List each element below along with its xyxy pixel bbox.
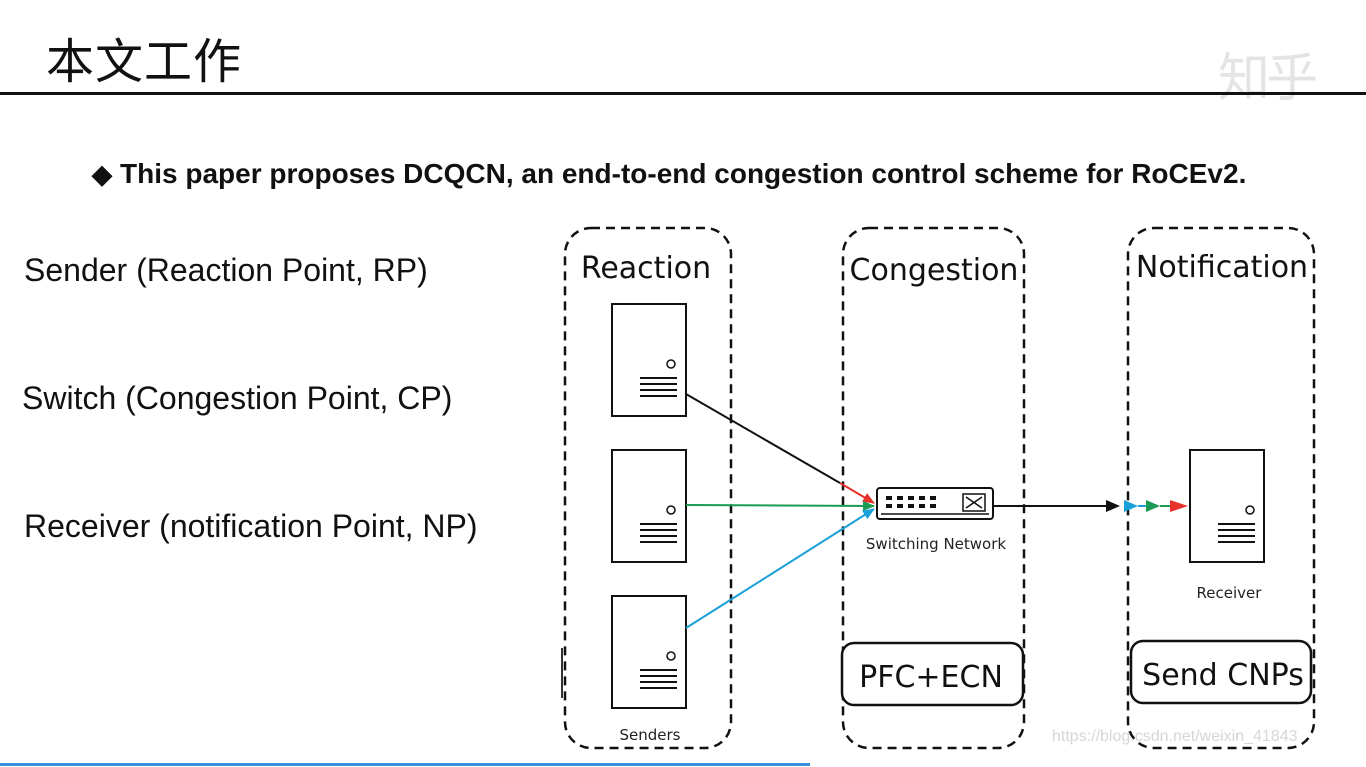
flow-arrow-1 — [685, 393, 841, 484]
zhihu-watermark: 知乎 — [1217, 49, 1318, 109]
arrowhead-black — [1106, 500, 1120, 512]
switch-label: Switching Network — [866, 535, 1006, 553]
receiver-label: Receiver — [1197, 584, 1263, 602]
sender-server-1 — [611, 303, 687, 417]
region-label-congestion: Congestion — [850, 253, 1019, 288]
arrowhead-green — [1146, 500, 1160, 512]
diamond-bullet-icon: ◆ — [92, 159, 112, 189]
region-label-notification: Notification — [1136, 250, 1308, 285]
title-divider — [0, 92, 1366, 95]
flow-arrow-3 — [685, 508, 875, 629]
congestion-box — [840, 641, 1025, 707]
sender-server-2 — [611, 449, 687, 563]
source-url-watermark: https://blog.csdn.net/weixin_41843 — [1052, 728, 1298, 745]
arrowhead-blue — [1124, 500, 1138, 512]
switch-icon — [876, 487, 994, 520]
bullet-text: This paper proposes DCQCN, an end-to-end… — [120, 158, 1247, 189]
flow-arrow-2 — [685, 500, 875, 511]
senders-label: Senders — [620, 726, 681, 744]
region-congestion — [841, 226, 1026, 750]
notification-box-label: Send CNPs — [1142, 658, 1304, 693]
receiver-server — [1189, 449, 1265, 563]
bottom-accent-bar — [0, 763, 810, 766]
slide-title: 本文工作 — [46, 34, 243, 90]
role-sender: Sender (Reaction Point, RP) — [24, 252, 428, 288]
arrowhead-red — [1170, 500, 1188, 512]
region-reaction — [563, 226, 733, 750]
role-switch: Switch (Congestion Point, CP) — [22, 380, 453, 416]
flow-arrow-1-head — [839, 482, 875, 504]
role-receiver: Receiver (notification Point, NP) — [24, 508, 478, 544]
region-notification — [1126, 226, 1316, 750]
region-label-reaction: Reaction — [581, 251, 711, 286]
divider-tick — [561, 648, 563, 698]
notification-box — [1129, 639, 1313, 705]
bullet-statement: ◆ This paper proposes DCQCN, an end-to-en… — [92, 158, 1246, 190]
congestion-box-label: PFC+ECN — [859, 660, 1003, 695]
sender-server-3 — [611, 595, 687, 709]
